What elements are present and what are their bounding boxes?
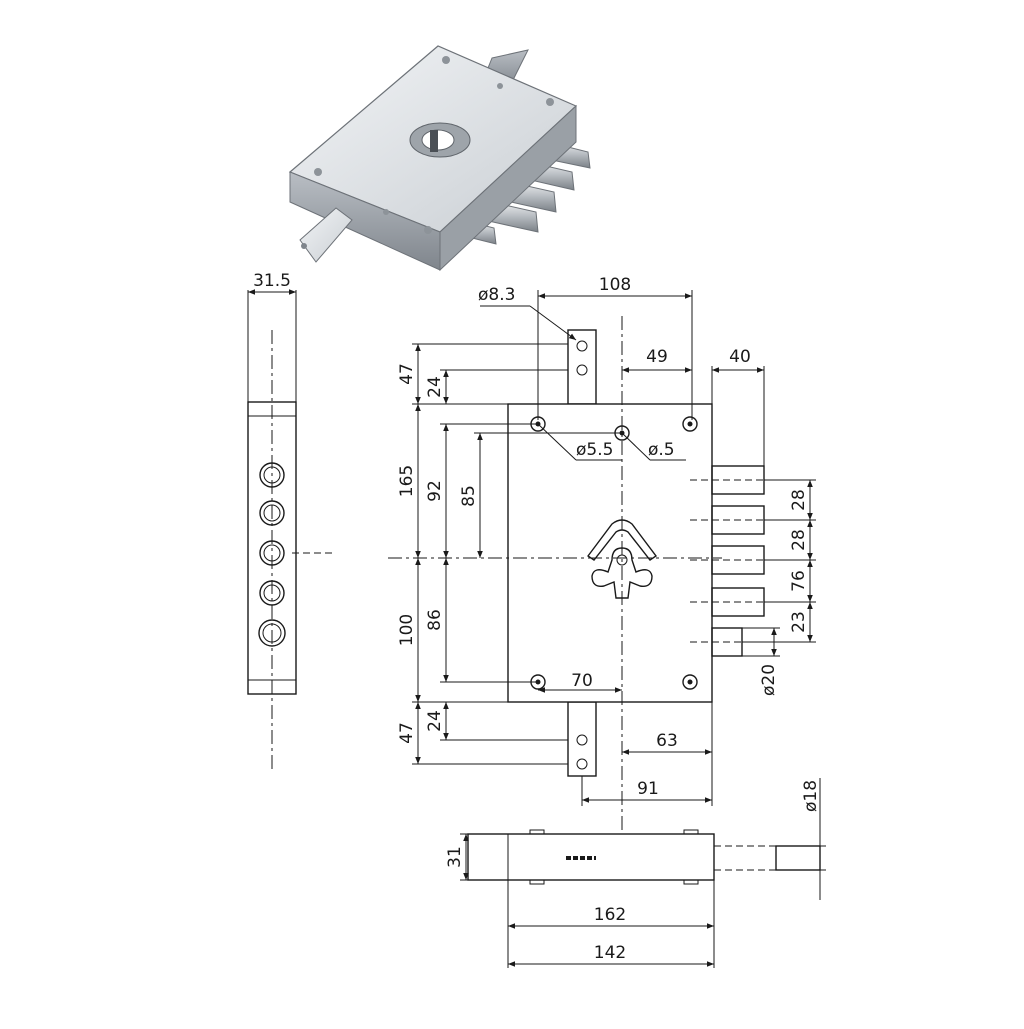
dim-92: 92 xyxy=(425,480,445,502)
lock-body xyxy=(507,403,713,703)
dim-bolt-28-b: 28 xyxy=(789,529,809,551)
dim-hole-8-3: ø8.3 xyxy=(478,285,515,305)
dim-86: 86 xyxy=(425,609,445,631)
dim-47-bottom: 47 xyxy=(397,722,417,744)
dim-hole-5-5: ø5.5 xyxy=(576,440,613,460)
side-bolt-holes xyxy=(258,462,286,647)
dim-40: 40 xyxy=(729,347,751,367)
dim-bolt-18: ø18 xyxy=(801,780,821,812)
dim-24-top: 24 xyxy=(425,376,445,398)
mortise-lock-photo xyxy=(288,45,591,272)
dim-85: 85 xyxy=(459,485,479,507)
side-view: 31.5 xyxy=(247,271,336,770)
dim-bolt-28-a: 28 xyxy=(789,489,809,511)
dim-162: 162 xyxy=(594,905,626,925)
dim-24-bottom: 24 xyxy=(425,710,445,732)
dim-bolt-76: 76 xyxy=(789,570,809,592)
dim-pin-20: ø20 xyxy=(759,664,779,696)
dim-165: 165 xyxy=(397,465,417,497)
front-view: 108 ø8.3 49 40 47 24 165 92 xyxy=(388,275,816,836)
dim-side-width: 31.5 xyxy=(253,271,291,291)
dim-70: 70 xyxy=(571,671,593,691)
dim-47-top: 47 xyxy=(397,363,417,385)
dim-91: 91 xyxy=(637,779,659,799)
dim-49: 49 xyxy=(646,347,668,367)
dim-bolt-23: 23 xyxy=(789,611,809,633)
dim-31: 31 xyxy=(445,846,465,868)
dim-63: 63 xyxy=(656,731,678,751)
dim-142: 142 xyxy=(594,943,626,963)
dim-hole-5: ø.5 xyxy=(648,440,675,460)
dim-108: 108 xyxy=(599,275,631,295)
bottom-view: ø18 31 162 142 xyxy=(445,778,826,968)
dim-100: 100 xyxy=(397,614,417,646)
